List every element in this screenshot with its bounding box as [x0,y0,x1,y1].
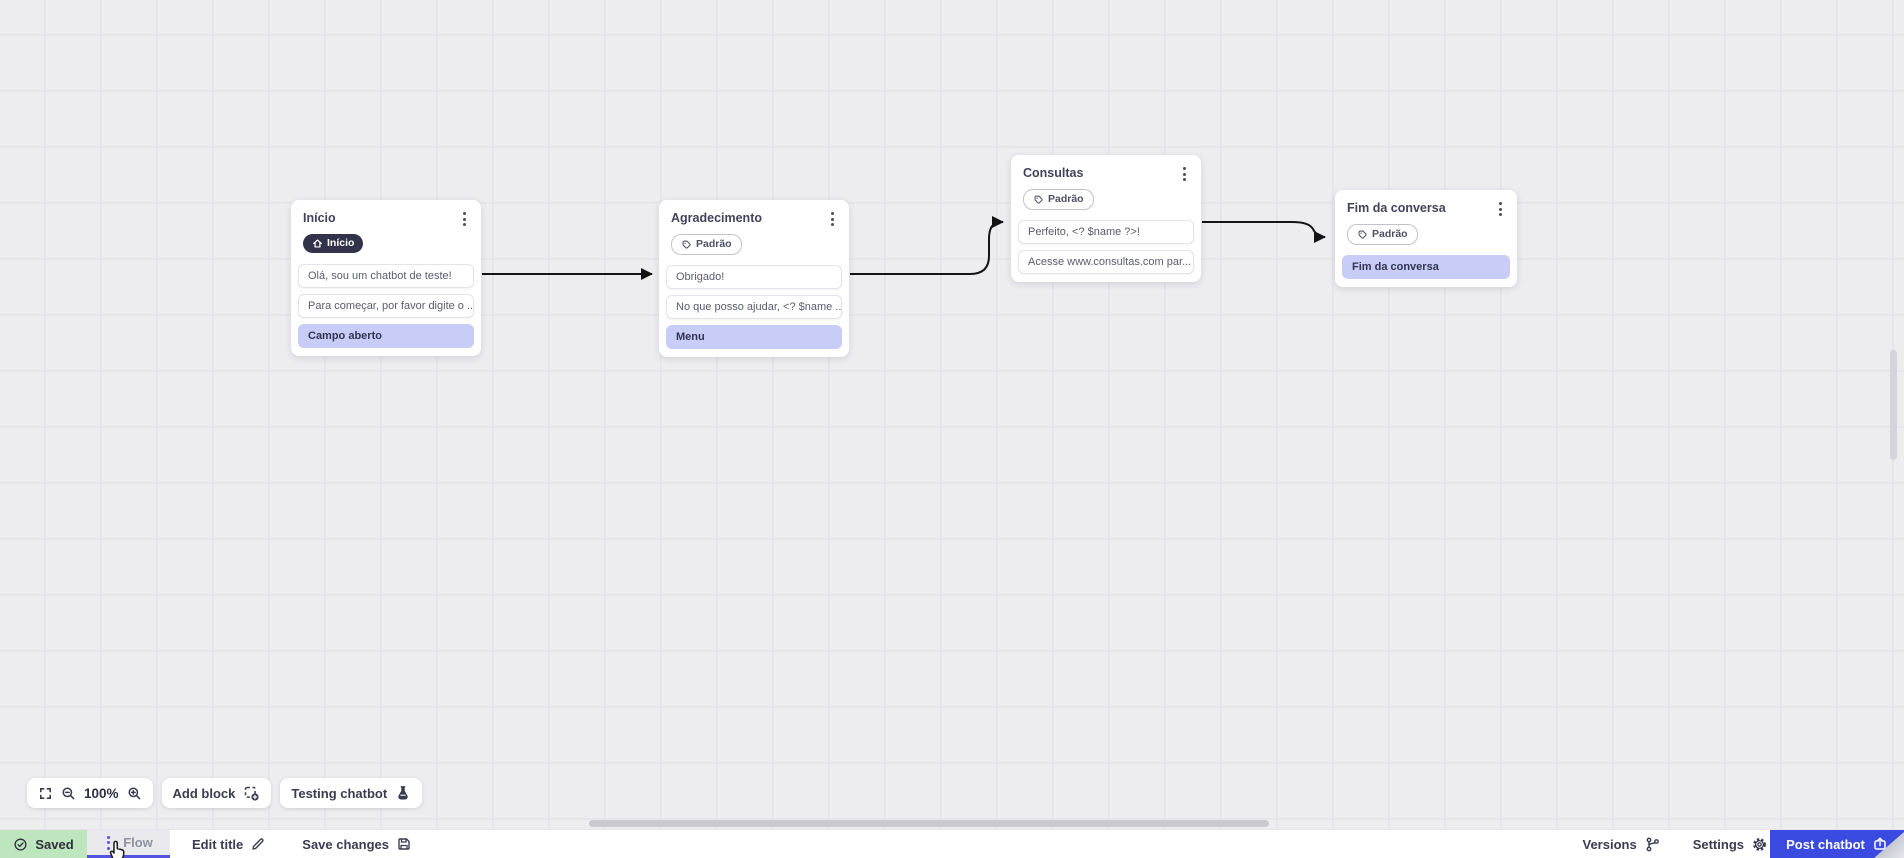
save-icon [398,838,410,850]
message-bubble[interactable]: Acesse www.consultas.com par... [1018,250,1194,274]
kebab-menu-icon[interactable] [828,210,837,228]
canvas-toolbar: 100% Add block Testing chatbot [27,778,423,808]
tag-icon [682,240,691,249]
connector [850,216,1004,275]
connector [1202,221,1326,243]
settings-label: Settings [1692,836,1744,852]
node-title: Agradecimento [671,211,762,225]
output-block[interactable]: Menu [666,325,842,349]
fullscreen-button[interactable] [38,786,53,801]
edit-title-button[interactable]: Edit title [192,830,266,858]
edit-title-label: Edit title [192,836,244,852]
flask-icon [398,786,408,800]
message-bubble[interactable]: No que posso ajudar, <? $name ... [666,295,842,319]
node-header: Início [291,210,481,228]
zoom-level: 100% [84,785,119,801]
post-chatbot-label: Post chatbot [1786,836,1865,852]
node-header: Agradecimento [659,210,849,228]
message-bubble[interactable]: Para começar, por favor digite o ... [298,294,474,318]
node-badge: Padrão [1347,224,1418,245]
flow-tab-label: Flow [123,835,153,850]
node-badge-label: Padrão [696,238,732,250]
node-header: Consultas [1011,165,1201,183]
tag-icon [1034,195,1043,204]
message-bubble[interactable]: Perfeito, <? $name ?>! [1018,220,1194,244]
pencil-icon [252,838,264,850]
statusbar-spacer [412,830,1583,858]
node-badge-label: Padrão [1372,228,1408,240]
saved-label: Saved [35,836,74,852]
output-block[interactable]: Campo aberto [298,324,474,348]
zoom-in-icon [128,787,140,799]
node-badge-label: Início [327,237,355,249]
node-title: Fim da conversa [1347,201,1446,215]
node-badge: Início [303,234,364,253]
node-title: Consultas [1023,166,1084,180]
home-icon [313,239,322,248]
saved-status-badge: Saved [0,830,87,858]
fullscreen-icon [40,787,51,799]
kebab-menu-icon[interactable] [460,210,469,228]
node-title: Início [303,211,336,225]
node-items: Obrigado! No que posso ajudar, <? $name .… [659,265,849,349]
zoom-out-button[interactable] [61,786,76,801]
node-items: Fim da conversa [1335,255,1517,279]
save-changes-button[interactable]: Save changes [302,830,412,858]
settings-button[interactable]: Settings [1693,830,1768,858]
versions-button[interactable]: Versions [1583,830,1661,858]
upload-icon [1874,837,1886,850]
message-bubble[interactable]: Olá, sou um chatbot de teste! [298,264,474,288]
versions-label: Versions [1582,836,1637,852]
zoom-controls: 100% [27,778,153,808]
horizontal-scrollbar[interactable] [589,820,1269,827]
check-circle-icon [14,838,27,850]
zoom-out-icon [62,787,75,799]
kebab-menu-icon[interactable] [1496,200,1505,218]
git-branch-icon [1646,837,1659,851]
gear-icon [1753,837,1766,851]
node-badge: Padrão [671,234,742,255]
message-bubble[interactable]: Obrigado! [666,265,842,289]
add-block-label: Add block [172,785,236,801]
node-items: Perfeito, <? $name ?>! Acesse www.consult… [1011,220,1201,274]
node-badge-label: Padrão [1048,193,1084,205]
kebab-menu-icon[interactable] [1180,165,1189,183]
output-block[interactable]: Fim da conversa [1342,255,1510,279]
node-items: Olá, sou um chatbot de teste! Para começa… [291,264,481,348]
status-bar: Saved Flow Edit title Save changes Versi… [0,829,1904,858]
testing-chatbot-button[interactable]: Testing chatbot [280,778,423,808]
testing-chatbot-label: Testing chatbot [291,785,388,801]
flow-menu-icon[interactable] [104,834,113,852]
node-badge: Padrão [1023,189,1094,210]
vertical-scrollbar[interactable] [1890,350,1897,460]
zoom-in-button[interactable] [127,786,142,801]
add-block-icon [245,786,259,801]
tab-flow[interactable]: Flow [87,830,170,858]
add-block-button[interactable]: Add block [161,778,272,808]
tag-icon [1358,230,1367,239]
node-header: Fim da conversa [1335,200,1517,218]
save-changes-label: Save changes [302,836,389,852]
